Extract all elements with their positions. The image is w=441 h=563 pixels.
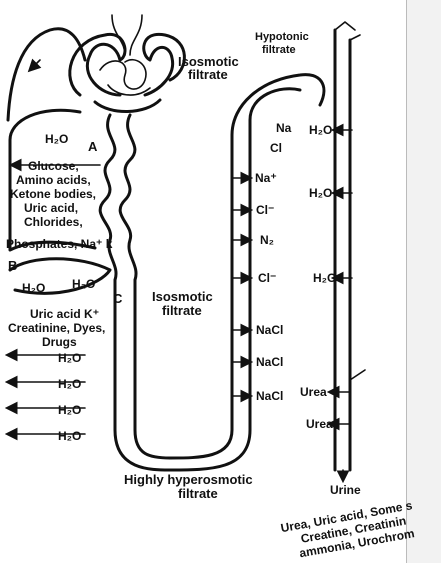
ion-cl-minus-1: Cl⁻ — [256, 203, 274, 217]
isosmotic-mid-line2: filtrate — [162, 303, 202, 318]
duct-water-1: H₂O — [309, 123, 332, 137]
afferent-vessel — [6, 27, 87, 122]
ion-nacl-1: NaCl — [256, 323, 283, 337]
ion-n2: N₂ — [260, 233, 274, 247]
proximal-tubule-inner — [118, 113, 138, 282]
urea-label-1: Urea — [300, 385, 327, 399]
water-label-c2: H₂O — [58, 377, 81, 391]
reabsorb-3: Ketone bodies, — [10, 187, 96, 201]
duct-side-branch — [349, 369, 366, 381]
isosmotic-top-line2: filtrate — [188, 67, 228, 82]
reabsorb-4: Uric acid, — [24, 201, 78, 215]
water-label-c1: H₂O — [58, 351, 81, 365]
reabsorption-loop-b — [8, 257, 112, 295]
ascending-limb-outer — [168, 87, 302, 472]
proximal-tubule-outer — [98, 113, 118, 282]
duct-water-3: H₂O — [313, 271, 336, 285]
urine-label: Urine — [330, 483, 361, 497]
descending-limb-outer — [113, 278, 172, 472]
secreted-2: Creatinine, Dyes, — [8, 321, 105, 335]
reabsorption-bracket-a — [8, 108, 97, 252]
isosmotic-mid-line1: Isosmotic — [152, 289, 213, 304]
ion-na-plus: Na⁺ — [255, 171, 277, 185]
water-label-c3: H₂O — [58, 403, 81, 417]
ion-na: Na — [276, 121, 292, 135]
region-b-label: B — [8, 258, 17, 273]
water-label-b1: H₂O — [22, 281, 45, 295]
reabsorb-5: Chlorides, — [24, 215, 83, 229]
duct-water-2: H₂O — [309, 186, 332, 200]
reabsorb-1: Glucose, — [28, 159, 79, 173]
reabsorb-6: Phosphates, Na⁺ k — [6, 237, 113, 251]
ion-cl-minus-2: Cl⁻ — [258, 271, 276, 285]
region-c-label: C — [113, 291, 123, 306]
reabsorb-2: Amino acids, — [16, 173, 91, 187]
afferent-arrow — [27, 58, 42, 73]
secreted-1: Uric acid K⁺ — [30, 307, 99, 321]
urine-composition: Urea, Uric acid, Some s Creatine, Creati… — [280, 498, 416, 560]
scan-edge — [406, 0, 441, 563]
descending-limb-inner — [133, 278, 172, 460]
glomerulus — [68, 14, 186, 113]
hyperosmotic-line1: Highly hyperosmotic — [124, 472, 253, 487]
water-label-a: H₂O — [45, 132, 68, 146]
ion-nacl-3: NaCl — [256, 389, 283, 403]
hyperosmotic-line2: filtrate — [178, 486, 218, 501]
secreted-3: Drugs — [42, 335, 77, 349]
hypotonic-line2: filtrate — [262, 44, 296, 56]
water-label-b2: H₂O — [72, 277, 95, 291]
region-a-label: A — [88, 139, 98, 154]
ion-cl: Cl — [270, 141, 282, 155]
hypotonic-line1: Hypotonic — [255, 31, 309, 43]
water-label-c4: H₂O — [58, 429, 81, 443]
duct-top-branch — [334, 21, 361, 41]
ion-nacl-2: NaCl — [256, 355, 283, 369]
ascending-limb-inner — [168, 73, 326, 460]
isosmotic-top-line1: Isosmotic — [178, 54, 239, 69]
urea-label-2: Urea — [306, 417, 333, 431]
